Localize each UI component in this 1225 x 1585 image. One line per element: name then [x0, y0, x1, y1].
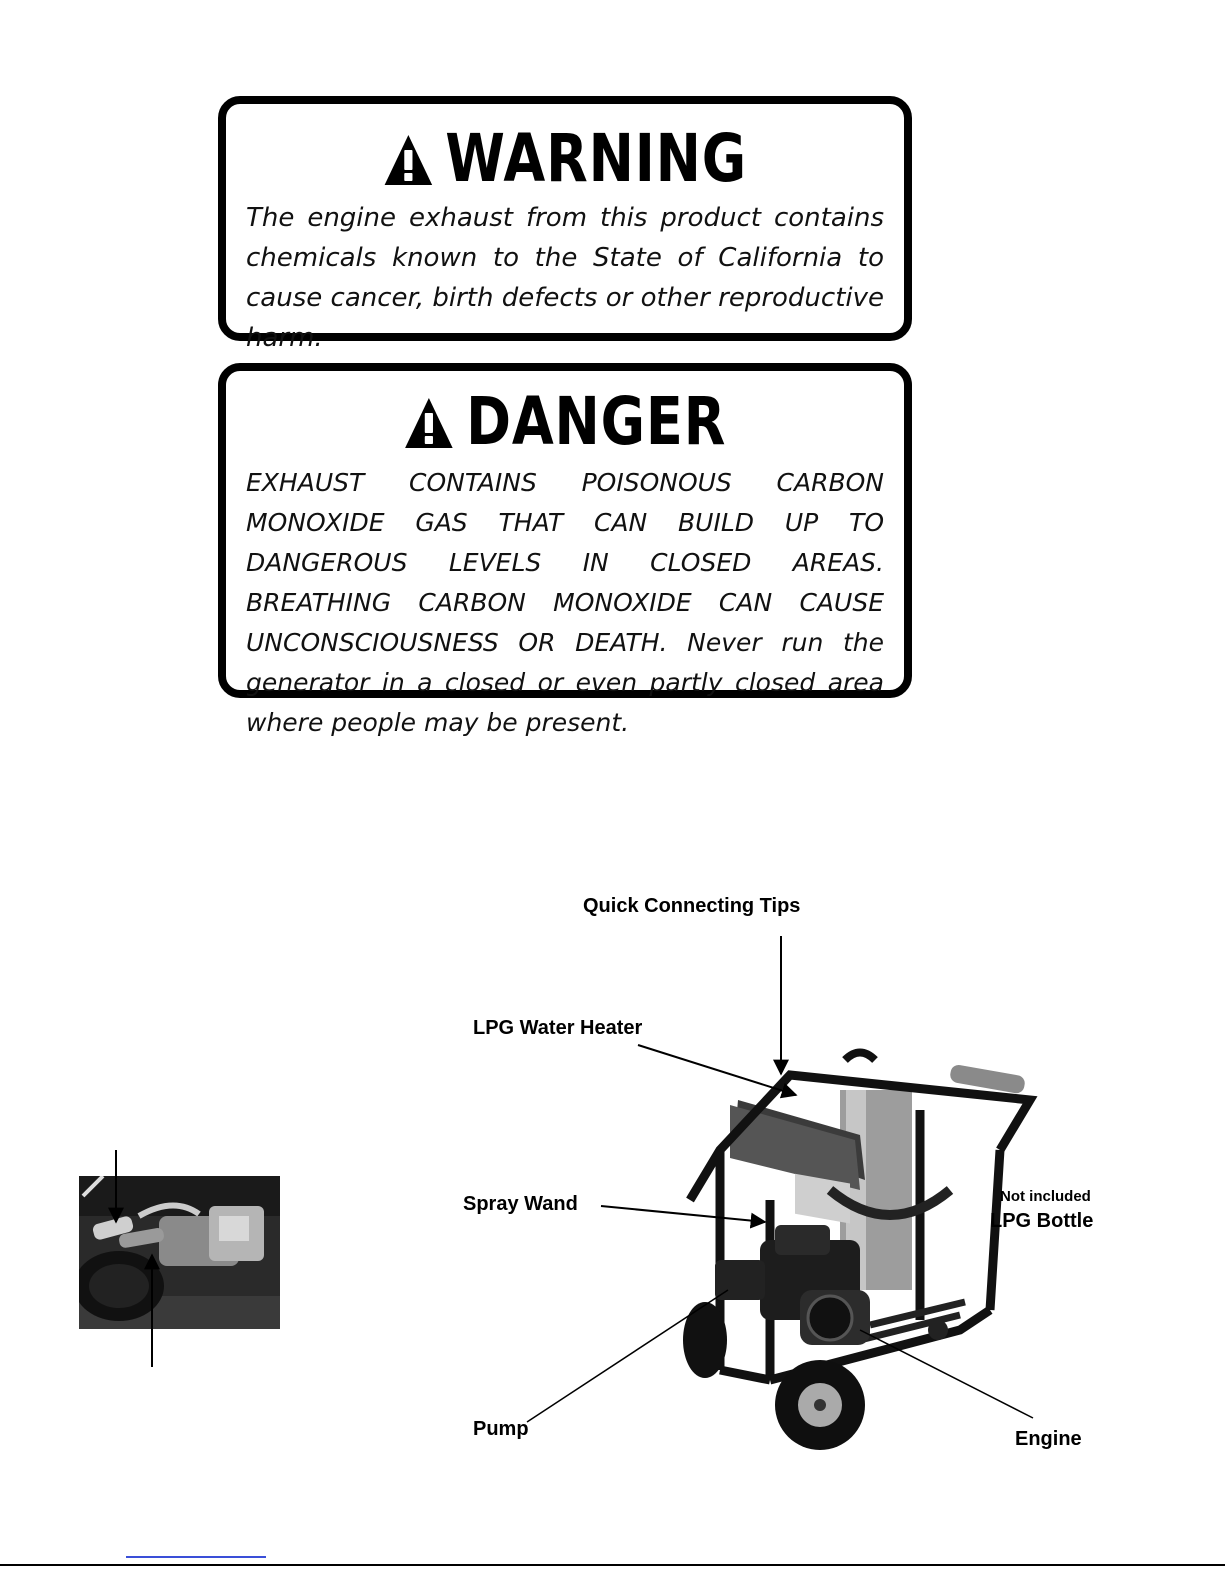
warning-heading: WARNING	[287, 126, 843, 192]
warning-heading-text: WARNING	[445, 120, 748, 197]
warning-sign: WARNING The engine exhaust from this pro…	[218, 96, 912, 353]
warning-triangle-icon	[405, 398, 453, 448]
bottom-rule	[0, 1564, 1225, 1566]
label-quick-connecting-tips: Quick Connecting Tips	[583, 895, 801, 917]
engine-leader	[859, 1329, 1034, 1419]
label-not-included: Not included	[1000, 1188, 1091, 1205]
warning-text: The engine exhaust from this product con…	[246, 203, 884, 353]
footer-link-underline	[126, 1556, 266, 1558]
label-lpg-water-heater: LPG Water Heater	[473, 1017, 643, 1039]
danger-heading: DANGER	[287, 389, 843, 455]
pump-leader	[526, 1289, 729, 1423]
danger-heading-text: DANGER	[466, 383, 727, 460]
danger-text: EXHAUST CONTAINS POISONOUS CARBON MONOXI…	[246, 468, 884, 737]
spray-wand-arrow	[600, 1205, 767, 1229]
pressure-washer-photo	[683, 1048, 1038, 1450]
label-spray-wand: Spray Wand	[463, 1193, 578, 1215]
label-lpg-bottle: LPG Bottle	[990, 1210, 1094, 1232]
water-heater-arrow	[637, 1044, 798, 1099]
warning-triangle-icon	[384, 135, 433, 185]
danger-sign: DANGER EXHAUST CONTAINS POISONOUS CARBON…	[218, 363, 912, 737]
label-pump: Pump	[473, 1418, 529, 1440]
label-engine: Engine	[1015, 1428, 1082, 1450]
